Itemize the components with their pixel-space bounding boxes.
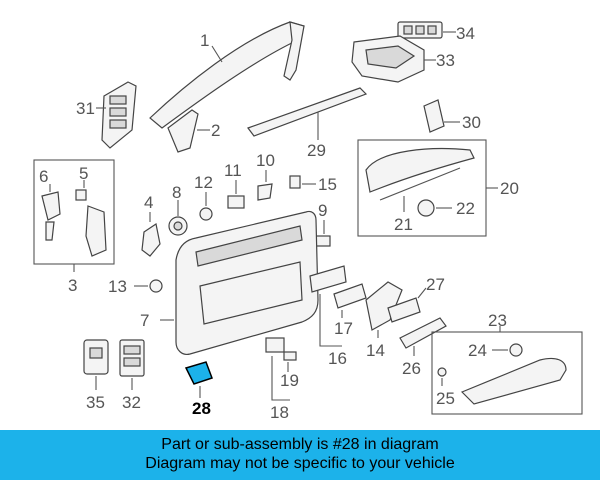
part-24-screw[interactable] [509,343,523,357]
group-box-23 [431,331,583,415]
part-27-trim-strip[interactable] [387,297,421,323]
callout-32: 32 [122,393,141,412]
part-26-armrest-trim[interactable] [399,317,447,349]
callout-19: 19 [280,371,299,390]
callout-28: 28 [192,399,211,418]
callout-18: 18 [270,403,289,422]
part-11-clip[interactable] [227,195,245,209]
callout-33: 33 [436,51,455,70]
part-16-door-handle-bracket[interactable] [309,265,347,293]
callout-8: 8 [172,183,181,202]
callout-31: 31 [76,99,95,118]
info-banner: Part or sub-assembly is #28 in diagram D… [0,430,600,480]
callout-34: 34 [456,24,475,43]
part-19-screw[interactable] [283,351,297,361]
part-12-clip[interactable] [199,207,213,221]
callout-27: 27 [426,275,445,294]
part-35-key-fob[interactable] [83,339,109,375]
part-13-plug[interactable] [149,279,163,293]
callout-12: 12 [194,173,213,192]
part-23-armrest[interactable] [460,357,567,405]
callout-25: 25 [436,389,455,408]
part-21-ambient-light-strip[interactable] [365,148,475,201]
callout-1: 1 [200,31,209,50]
callout-26: 26 [402,359,421,378]
part-15-screw[interactable] [289,175,301,189]
part-17-handle-bezel[interactable] [333,283,367,309]
part-18-clip[interactable] [265,337,285,353]
part-33-switch-assembly[interactable] [351,35,425,83]
callout-5: 5 [79,164,88,183]
callout-9: 9 [318,201,327,220]
part-10-clip[interactable] [257,183,273,201]
callout-22: 22 [456,199,475,218]
part-34-window-switch[interactable] [397,21,443,39]
part-7-door-trim-panel[interactable] [175,210,319,355]
part-6-clip[interactable] [41,191,61,241]
callout-3: 3 [68,276,77,295]
callout-20: 20 [500,179,519,198]
banner-line-2: Diagram may not be specific to your vehi… [145,455,455,472]
part-31-switch-bezel[interactable] [101,81,137,149]
callout-35: 35 [86,393,105,412]
part-28-highlighted[interactable] [184,361,213,385]
part-30-trim-insert[interactable] [423,99,445,133]
part-29-belt-molding[interactable] [247,87,368,137]
callout-7: 7 [140,311,149,330]
part-4-bracket[interactable] [141,223,161,257]
part-25-cap[interactable] [437,367,447,377]
callout-14: 14 [366,341,385,360]
callout-6: 6 [39,167,48,186]
callout-10: 10 [256,151,275,170]
part-8-retainer[interactable] [168,216,188,236]
part-9-clip[interactable] [315,235,331,247]
callout-4: 4 [144,193,153,212]
callout-13: 13 [108,277,127,296]
part-2-mirror-trim[interactable] [167,109,199,153]
part-32-switch-panel[interactable] [119,339,145,377]
callout-24: 24 [468,341,487,360]
parts-diagram: 1 2 31 29 34 33 30 [33,21,583,422]
callout-21: 21 [394,215,413,234]
callout-2: 2 [211,121,220,140]
callout-30: 30 [462,113,481,132]
callout-11: 11 [224,161,242,180]
part-22-ring[interactable] [417,199,435,217]
callout-15: 15 [318,175,337,194]
banner-line-1: Part or sub-assembly is #28 in diagram [161,436,439,453]
callout-17: 17 [334,319,353,338]
part-1-window-frame-trim[interactable] [149,21,305,129]
callout-16: 16 [328,349,347,368]
part-5-bracket[interactable] [75,189,107,257]
callout-23: 23 [488,311,507,330]
callout-29: 29 [307,141,326,160]
